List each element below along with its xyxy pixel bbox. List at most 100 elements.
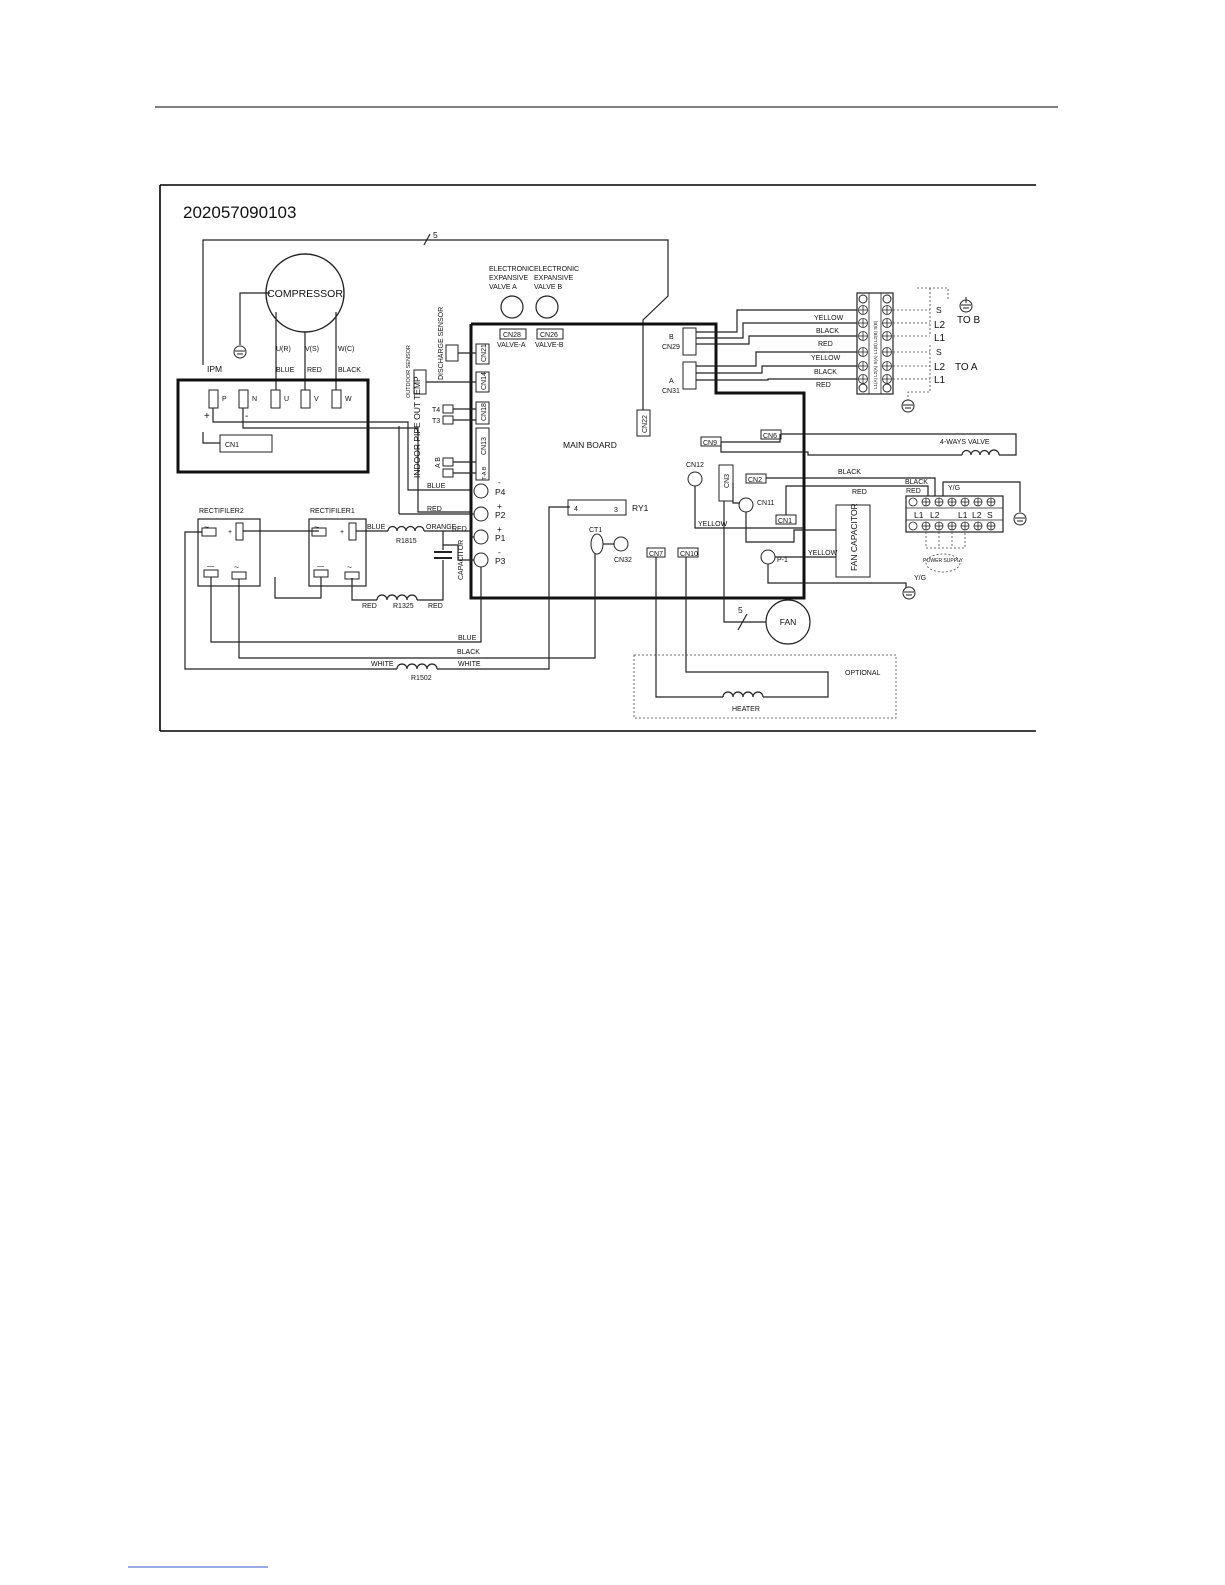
cn12-label: CN12 bbox=[686, 462, 704, 469]
rectifier-2: ~ + — ~ bbox=[197, 518, 261, 587]
svg-text:~: ~ bbox=[204, 522, 209, 532]
svg-text:CN32: CN32 bbox=[614, 557, 632, 564]
label-black-cn2: BLACK bbox=[838, 469, 861, 476]
cn12-terminal bbox=[687, 471, 703, 487]
main-board-label: MAIN BOARD bbox=[563, 440, 617, 450]
svg-text:L1: L1 bbox=[934, 333, 946, 344]
svg-text:+: + bbox=[228, 529, 232, 536]
svg-text:POWER SUPPLY: POWER SUPPLY bbox=[923, 558, 963, 564]
svg-text:R1502: R1502 bbox=[411, 675, 432, 682]
wire-black-a: BLACK bbox=[814, 369, 837, 376]
svg-text:V: V bbox=[314, 396, 319, 403]
svg-text:U: U bbox=[284, 396, 289, 403]
label-red-cn1: RED bbox=[852, 489, 867, 496]
reactor-r1502 bbox=[396, 663, 438, 670]
label-yg-tb: Y/G bbox=[948, 485, 960, 492]
label-v-s: V(S) bbox=[305, 346, 319, 353]
p1-fan-terminal bbox=[760, 549, 776, 565]
svg-text:4: 4 bbox=[574, 506, 578, 513]
cn31-connector bbox=[682, 361, 697, 390]
label-red-right: RED bbox=[428, 603, 443, 610]
svg-text:S: S bbox=[936, 347, 942, 357]
svg-text:—: — bbox=[317, 563, 324, 570]
svg-text:L2: L2 bbox=[930, 510, 940, 520]
ct1-sensor bbox=[590, 533, 604, 555]
label-red-p2: RED bbox=[427, 506, 442, 513]
svg-text:3: 3 bbox=[614, 507, 618, 514]
rectifier2-label: RECTIFILER2 bbox=[199, 508, 244, 515]
svg-text:CN9: CN9 bbox=[703, 440, 717, 447]
svg-text:CN6: CN6 bbox=[763, 433, 777, 440]
cn14-connector bbox=[475, 371, 490, 393]
label-red-left: RED bbox=[362, 603, 377, 610]
svg-text:L2: L2 bbox=[934, 320, 946, 331]
svg-text:S: S bbox=[936, 305, 942, 315]
to-a-connection: S L2 L1 TO A bbox=[893, 345, 978, 413]
eev-b-coil bbox=[535, 295, 559, 319]
svg-text:CN7: CN7 bbox=[649, 551, 663, 558]
svg-text:-: - bbox=[245, 411, 248, 422]
label-blue-p4: BLUE bbox=[427, 483, 446, 490]
svg-text:P-1: P-1 bbox=[777, 557, 788, 564]
label-yg-bottom: Y/G bbox=[914, 575, 926, 582]
svg-text:R1815: R1815 bbox=[396, 538, 417, 545]
label-black-w: BLACK bbox=[338, 367, 361, 374]
wire-black-b: BLACK bbox=[816, 328, 839, 335]
label-red-v: RED bbox=[307, 367, 322, 374]
svg-text:—: — bbox=[207, 563, 214, 570]
svg-text:CN18: CN18 bbox=[481, 403, 488, 421]
svg-text:+: + bbox=[204, 411, 210, 422]
svg-text:+: + bbox=[497, 501, 502, 511]
ct1-label: CT1 bbox=[589, 527, 602, 534]
svg-text:CN2: CN2 bbox=[748, 477, 762, 484]
cn29-connector bbox=[682, 327, 697, 356]
reactor-r1815 bbox=[387, 525, 425, 532]
svg-text:L1(A) L2(A) S(A) L1(B) L2(B) S: L1(A) L2(A) S(A) L1(B) L2(B) S(B) bbox=[873, 320, 878, 389]
label-blue-u: BLUE bbox=[276, 367, 295, 374]
outdoor-sensor-label: OUTDOOR SENSOR bbox=[406, 345, 412, 398]
svg-text:CN29: CN29 bbox=[662, 344, 680, 351]
ground-icon bbox=[902, 586, 916, 600]
ipm-terminals: P N U V W + - bbox=[204, 389, 352, 422]
ground-icon bbox=[233, 345, 247, 359]
svg-text:L1: L1 bbox=[934, 375, 946, 386]
svg-text:P4: P4 bbox=[495, 487, 506, 497]
svg-text:T-A B: T-A B bbox=[482, 466, 488, 480]
svg-text:CN3: CN3 bbox=[724, 474, 731, 488]
label-red-p1: RED bbox=[452, 526, 467, 533]
label-orange: ORANGE bbox=[426, 524, 457, 531]
label-white-right: WHITE bbox=[458, 661, 481, 668]
label-red-tb: RED bbox=[906, 488, 921, 495]
document-code: 202057090103 bbox=[183, 203, 296, 222]
ipm-label: IPM bbox=[207, 364, 222, 374]
ground-icon bbox=[901, 399, 915, 413]
svg-text:CN14: CN14 bbox=[481, 372, 488, 390]
svg-text:T4: T4 bbox=[432, 407, 440, 414]
svg-text:+: + bbox=[497, 524, 502, 534]
capacitor bbox=[434, 551, 452, 559]
optional-label: OPTIONAL bbox=[845, 670, 881, 677]
wire-yellow-b: YELLOW bbox=[814, 315, 844, 322]
svg-text:R1325: R1325 bbox=[393, 603, 414, 610]
svg-text:L1: L1 bbox=[958, 510, 968, 520]
cn13-connector bbox=[475, 427, 490, 481]
label-yellow-p1: YELLOW bbox=[808, 550, 838, 557]
heater-label: HEATER bbox=[732, 706, 760, 713]
ground-icon bbox=[1013, 512, 1027, 526]
cn32-terminal bbox=[613, 536, 629, 552]
ipm-cn1-label: CN1 bbox=[225, 442, 239, 449]
svg-text:TO B: TO B bbox=[957, 315, 980, 326]
fan-capacitor-label: FAN CAPACITOR bbox=[849, 503, 859, 571]
optional-heater-box bbox=[633, 654, 897, 719]
svg-text:~: ~ bbox=[314, 522, 319, 532]
label-black-tb: BLACK bbox=[905, 479, 928, 486]
svg-text:~: ~ bbox=[234, 562, 239, 572]
eev-a-coil bbox=[500, 295, 524, 319]
main-board bbox=[469, 322, 806, 600]
discharge-sensor-label: DISCHARGE SENSOR bbox=[438, 307, 445, 380]
terminal-block-ab: L1(A) L2(A) S(A) L1(B) L2(B) S(B) bbox=[856, 292, 894, 395]
svg-text:T3: T3 bbox=[432, 418, 440, 425]
